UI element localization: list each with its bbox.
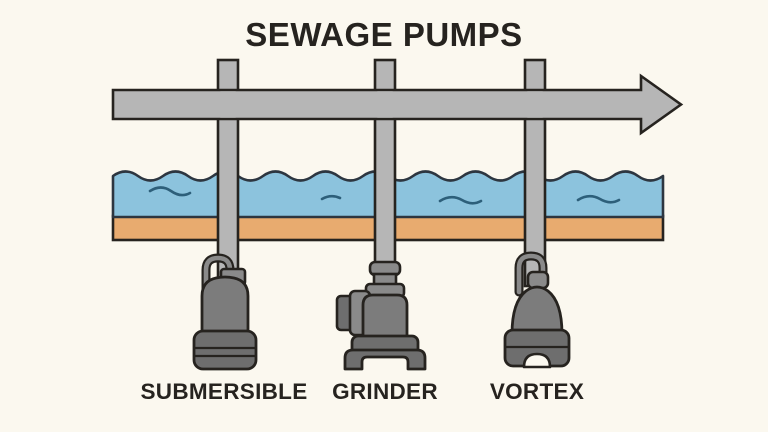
pump-label-vortex: VORTEX xyxy=(490,379,584,404)
pump-body-vortex xyxy=(510,285,564,336)
pump-handle-inner-submersible xyxy=(203,255,233,293)
discharge-header-pipe xyxy=(111,73,684,136)
pump-label-grinder: GRINDER xyxy=(332,379,438,404)
ripple-1 xyxy=(148,186,192,197)
pump-foot-notch-vortex xyxy=(522,352,552,369)
pump-handle-inner-vortex xyxy=(516,253,546,295)
pump-vortex[interactable]: VORTEX xyxy=(490,251,584,404)
riser-junction-vortex xyxy=(527,91,543,118)
pump-body-submersible xyxy=(200,275,250,338)
pump-foot-grinder xyxy=(343,348,427,371)
water-ripples xyxy=(148,186,621,205)
pump-base-submersible xyxy=(192,329,258,371)
page-title: SEWAGE PUMPS xyxy=(245,16,522,53)
riser-junction-grinder xyxy=(377,91,393,118)
pump-label-submersible: SUBMERSIBLE xyxy=(140,379,307,404)
ripple-3 xyxy=(438,195,483,205)
riser-junction-submersible xyxy=(220,91,236,118)
ripple-4 xyxy=(576,194,621,204)
pump-grinder[interactable]: GRINDER xyxy=(332,260,438,404)
ripple-2 xyxy=(320,194,342,201)
pump-body-grinder xyxy=(361,293,409,342)
pump-submersible[interactable]: SUBMERSIBLE xyxy=(140,253,307,404)
